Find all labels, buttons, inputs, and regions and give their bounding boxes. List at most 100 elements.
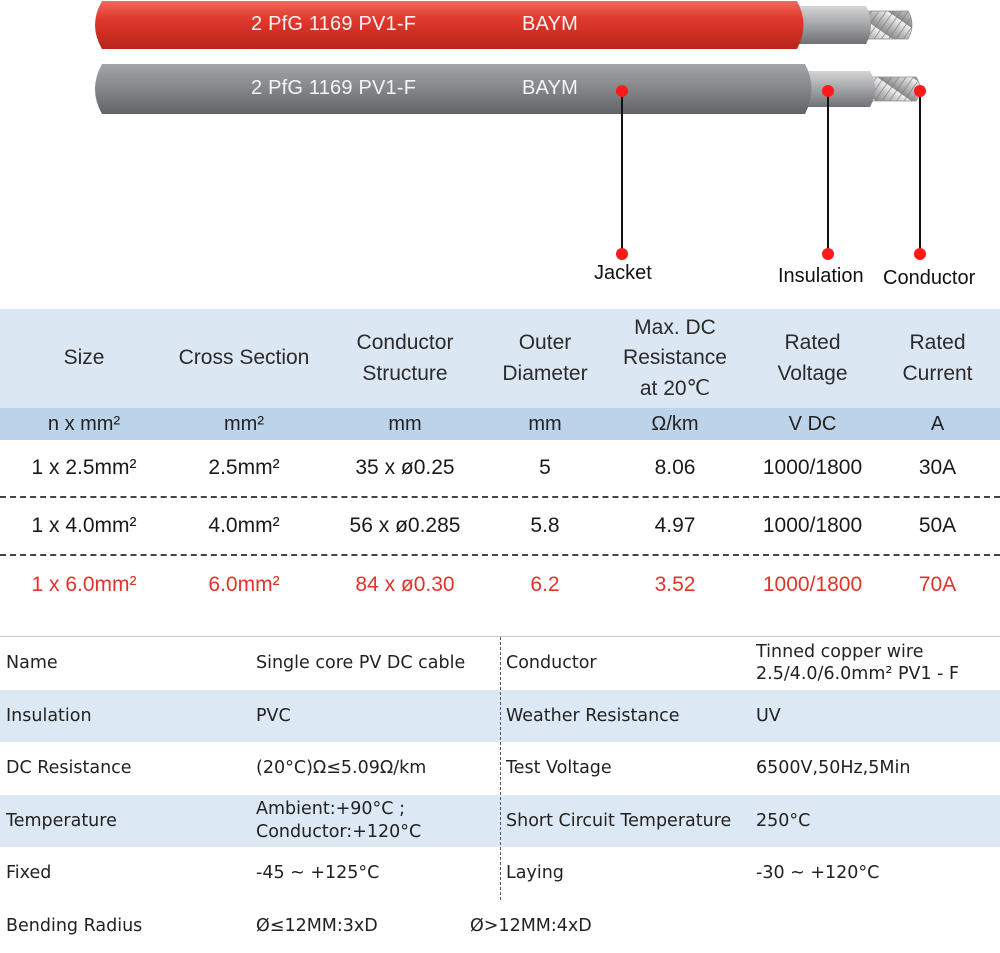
header-line: Cross Section (178, 346, 310, 370)
cell-size: 1 x 6.0mm² (31, 573, 137, 596)
header-line: Conductor (356, 331, 454, 355)
grey-cable-print-brand: BAYM (522, 77, 578, 99)
property-line: 2.5/4.0/6.0mm² PV1 - F (756, 664, 960, 685)
property-label: Short Circuit Temperature (506, 810, 732, 831)
cell-outer-diameter: 6.2 (530, 573, 560, 596)
header-line: Current (902, 361, 973, 385)
bending-radius-large: Ø>12MM:4xD (470, 915, 592, 936)
cell-size: 1 x 4.0mm² (31, 514, 137, 537)
unit-outer-diameter: mm (528, 412, 562, 435)
table-row: Fixed -45 ~ +125°C Laying -30 ~ +120°C (0, 847, 1000, 900)
property-value: Single core PV DC cable (256, 652, 466, 673)
conductor-label: Conductor (883, 267, 976, 289)
grey-cable-print-code: 2 PfG 1169 PV1-F (251, 77, 417, 99)
cell-outer-diameter: 5 (539, 456, 551, 479)
table-row: DC Resistance (20°C)Ω≤5.09Ω/km Test Voltag… (0, 742, 1000, 795)
bending-radius-row: Bending Radius Ø≤12MM:3xD Ø>12MM:4xD (0, 900, 1000, 953)
unit-size: n x mm² (47, 412, 121, 435)
red-cable (95, 1, 913, 49)
cell-rated-current: 70A (918, 573, 957, 596)
red-cable-print-code: 2 PfG 1169 PV1-F (251, 13, 417, 35)
table-row: 1 x 4.0mm² 4.0mm² 56 x ø0.285 5.8 4.97 1000/1… (0, 498, 1000, 556)
grey-cable (95, 64, 921, 114)
property-line: Ambient:+90°C ; (256, 799, 405, 820)
property-value: (20°C)Ω≤5.09Ω/km (256, 758, 427, 779)
cell-conductor-structure: 56 x ø0.285 (349, 514, 461, 537)
property-value: -30 ~ +120°C (756, 863, 880, 884)
unit-cross-section: mm² (224, 412, 264, 435)
header-line: Rated (909, 331, 966, 355)
bending-radius-small: Ø≤12MM:3xD (256, 915, 378, 936)
properties-divider (500, 637, 501, 900)
property-value: Ambient:+90°C ;Conductor:+120°C (256, 795, 496, 848)
header-line: Voltage (777, 361, 848, 385)
cell-outer-diameter: 5.8 (530, 514, 560, 537)
jacket-pointer (616, 85, 628, 260)
cell-cross-section: 4.0mm² (208, 514, 280, 537)
property-label: Fixed (6, 863, 52, 884)
cell-dc-resistance: 3.52 (654, 573, 696, 596)
cell-rated-voltage: 1000/1800 (762, 456, 863, 479)
cell-conductor-structure: 35 x ø0.25 (355, 456, 455, 479)
property-label: DC Resistance (6, 758, 132, 779)
cell-conductor-structure: 84 x ø0.30 (355, 573, 455, 596)
property-value: PVC (256, 705, 291, 726)
bending-radius-label: Bending Radius (6, 915, 143, 936)
insulation-label: Insulation (778, 265, 864, 287)
table-row: Name Single core PV DC cable Conductor Tinn… (0, 637, 1000, 690)
property-line: Tinned copper wire (756, 641, 924, 662)
header-size: Size (0, 309, 168, 408)
cell-size: 1 x 2.5mm² (31, 456, 137, 479)
property-label: Conductor (506, 652, 597, 673)
unit-rated-voltage: V DC (788, 412, 837, 435)
header-line: Structure (362, 361, 448, 385)
cell-rated-current: 30A (918, 456, 957, 479)
header-line: Max. DC (634, 315, 716, 339)
property-label: Name (6, 652, 58, 673)
header-line: at 20℃ (639, 376, 711, 400)
property-label: Laying (506, 863, 564, 884)
spec-units-row: n x mm² mm² mm mm Ω/km V DC A (0, 408, 1000, 440)
property-label: Weather Resistance (506, 705, 680, 726)
header-line: Size (63, 346, 105, 370)
conductor-pointer (914, 85, 926, 260)
cable-diagram: 2 PfG 1169 PV1-F BAYM 2 PfG 1169 PV1-F B… (0, 0, 1000, 305)
property-value: 250°C (756, 810, 811, 831)
properties-table: Name Single core PV DC cable Conductor Tinn… (0, 636, 1000, 953)
cell-cross-section: 2.5mm² (208, 456, 280, 479)
property-value: -45 ~ +125°C (256, 863, 380, 884)
insulation-pointer (822, 85, 834, 260)
property-label: Insulation (6, 705, 92, 726)
unit-rated-current: A (930, 412, 945, 435)
header-cross-section: Cross Section (168, 309, 320, 408)
cell-cross-section: 6.0mm² (208, 573, 280, 596)
property-label: Temperature (6, 810, 117, 831)
header-line: Diameter (502, 361, 588, 385)
red-cable-print-brand: BAYM (522, 13, 578, 35)
unit-dc-resistance: Ω/km (651, 412, 699, 435)
property-value: 6500V,50Hz,5Min (756, 758, 911, 779)
cell-rated-voltage: 1000/1800 (762, 573, 863, 596)
unit-conductor-structure: mm (388, 412, 422, 435)
property-value: UV (756, 705, 781, 726)
cell-dc-resistance: 8.06 (654, 456, 696, 479)
cell-rated-voltage: 1000/1800 (762, 514, 863, 537)
property-label: Test Voltage (506, 758, 612, 779)
cable-illustration (95, 1, 926, 260)
jacket-label: Jacket (594, 262, 652, 284)
header-line: Outer (518, 331, 572, 355)
table-row: 1 x 6.0mm² 6.0mm² 84 x ø0.30 6.2 3.52 1000/18… (0, 556, 1000, 614)
table-row: 1 x 2.5mm² 2.5mm² 35 x ø0.25 5 8.06 1000/1800… (0, 440, 1000, 498)
property-line: Conductor:+120°C (256, 822, 422, 843)
cell-rated-current: 50A (918, 514, 957, 537)
header-line: Rated (784, 331, 841, 355)
cell-dc-resistance: 4.97 (654, 514, 696, 537)
